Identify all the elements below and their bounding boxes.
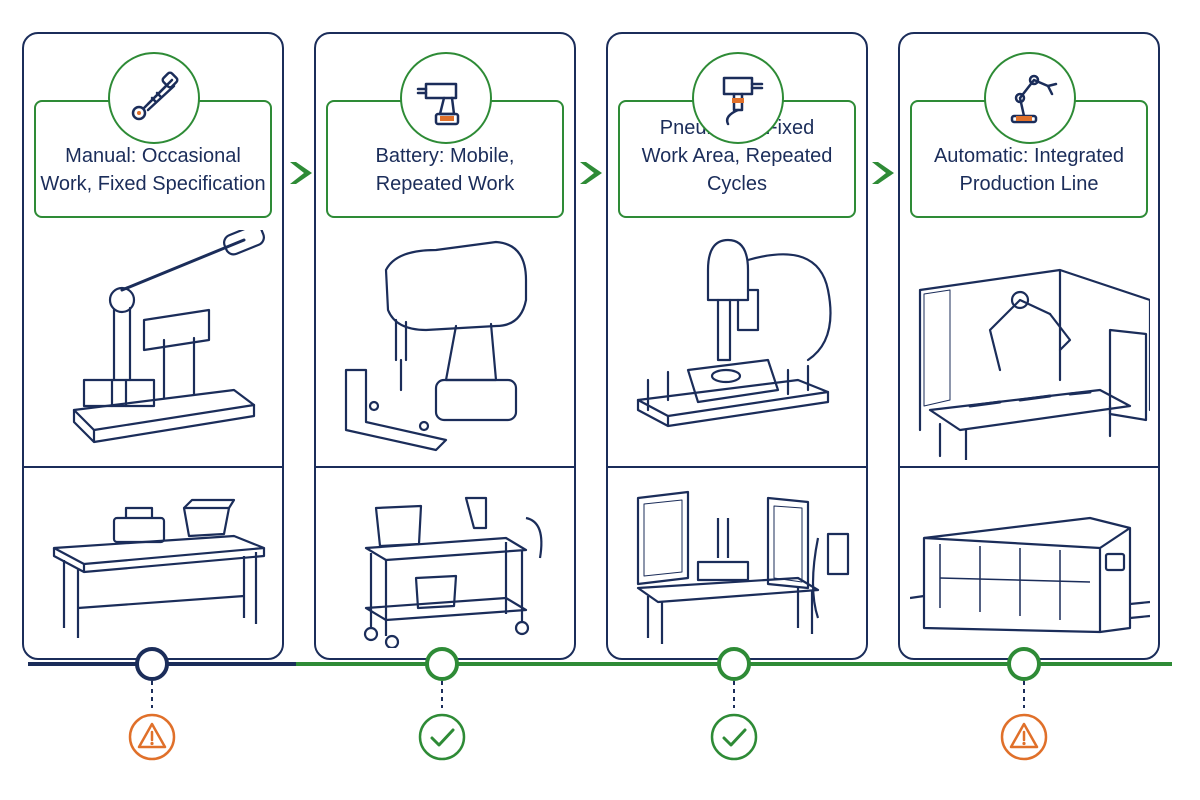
cordless-drill-icon	[400, 52, 492, 144]
checkmark-icon	[418, 713, 466, 761]
stage-label-manual: Manual: Occasional Work, Fixed Specifica…	[40, 145, 266, 195]
warning-icon	[128, 713, 176, 761]
stage-label-battery: Battery: Mobile, Repeated Work	[375, 145, 515, 195]
arrow-right-icon	[872, 162, 894, 184]
warning-icon	[1000, 713, 1048, 761]
panel-divider	[606, 466, 868, 468]
arrow-right-icon	[580, 162, 602, 184]
arrow-right-icon	[290, 162, 312, 184]
stage-label-automatic: Automatic: Integrated Production Line	[933, 145, 1125, 195]
production-line-illustration	[910, 516, 1150, 634]
pneumatic-tool-icon	[692, 52, 784, 144]
pneumatic-fixture-illustration	[636, 238, 832, 428]
cordless-drill-illustration	[344, 240, 528, 452]
checkmark-icon	[710, 713, 758, 761]
stage-panel-automatic: Automatic: Integrated Production Line	[898, 32, 1160, 660]
stage-panel-pneumatic: Pneumatic: Fixed Work Area, Repeated Cyc…	[606, 32, 868, 660]
hand-press-illustration	[72, 230, 265, 444]
panel-divider	[314, 466, 576, 468]
robotic-cell-illustration	[918, 268, 1150, 460]
tool-cart-illustration	[363, 496, 543, 648]
hand-riveter-icon	[108, 52, 200, 144]
stage-panel-manual: Manual: Occasional Work, Fixed Specifica…	[22, 32, 284, 660]
panel-divider	[898, 466, 1160, 468]
workbench-illustration	[52, 498, 266, 638]
robot-arm-icon	[984, 52, 1076, 144]
stage-panel-battery: Battery: Mobile, Repeated Work	[314, 32, 576, 660]
pneumatic-workstation-illustration	[636, 490, 850, 644]
panel-divider	[22, 466, 284, 468]
